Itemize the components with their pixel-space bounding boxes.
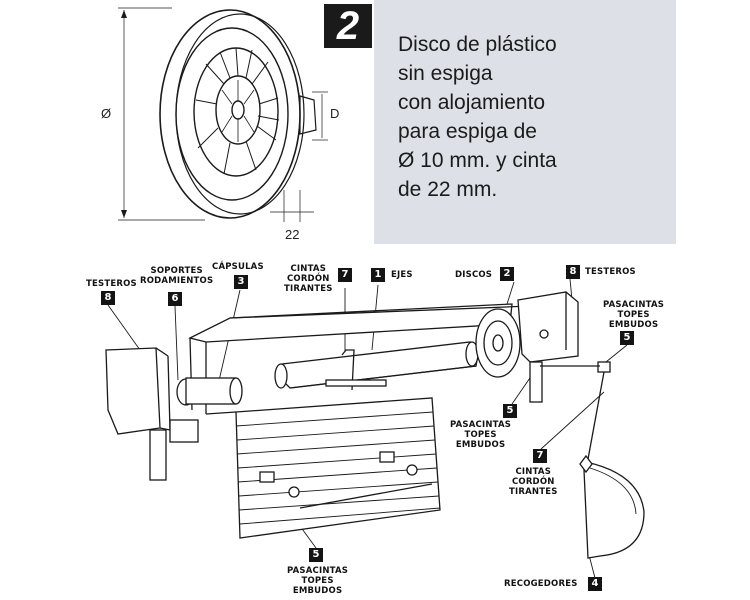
- callout-line: TOPES: [301, 576, 334, 586]
- disc-description: Disco de plástico sin espiga con alojami…: [398, 30, 668, 204]
- callout-cintas-mid-number: 7: [533, 449, 547, 463]
- callout-line: EMBUDOS: [292, 586, 343, 596]
- callout-soportes-number: 6: [168, 292, 182, 306]
- callout-discos-label: DISCOS: [455, 270, 493, 280]
- callout-line: EMBUDOS: [608, 320, 659, 330]
- callout-recogedores-label: RECOGEDORES: [504, 579, 578, 589]
- description-line: sin espiga: [398, 62, 493, 85]
- callout-line: RODAMIENTOS: [140, 276, 214, 286]
- callout-pasacintas-mid-label: PASACINTAS TOPES EMBUDOS: [450, 420, 511, 450]
- callout-testeros-left-number: 8: [101, 291, 115, 305]
- description-line: con alojamiento: [398, 91, 546, 114]
- callout-testeros-right-number: 8: [566, 265, 580, 279]
- width-dimension-label: 22: [285, 227, 300, 242]
- callout-ejes-number: 1: [371, 268, 385, 282]
- diameter-dimension-label: Ø: [101, 106, 112, 121]
- inner-dimension-label: D: [330, 106, 340, 121]
- callout-line: CORDÓN: [511, 477, 555, 487]
- callout-cintas-top-label: CINTAS CORDÓN TIRANTES: [284, 264, 333, 294]
- callout-line: TIRANTES: [509, 487, 558, 497]
- callout-line: CORDÓN: [286, 274, 330, 284]
- callout-capsulas-number: 3: [234, 275, 248, 289]
- description-line: Disco de plástico: [398, 33, 557, 56]
- callout-line: TIRANTES: [284, 284, 333, 294]
- callout-recogedores-number: 4: [588, 577, 602, 591]
- callout-line: CINTAS: [290, 264, 327, 274]
- callout-line: TOPES: [464, 430, 497, 440]
- callout-cintas-top-number: 7: [338, 268, 352, 282]
- callout-line: TOPES: [617, 310, 650, 320]
- callout-pasacintas-bottom-label: PASACINTAS TOPES EMBUDOS: [287, 566, 348, 596]
- callout-pasacintas-bottom-number: 5: [309, 548, 323, 562]
- step-number-badge: 2: [324, 4, 372, 48]
- callout-line: SOPORTES: [150, 266, 203, 276]
- callout-line: PASACINTAS: [603, 300, 665, 310]
- description-panel: [374, 0, 676, 244]
- callout-line: CINTAS: [515, 467, 552, 477]
- description-line: Ø 10 mm. y cinta: [398, 149, 557, 172]
- callout-pasacintas-right-number: 5: [620, 331, 634, 345]
- shutter-assembly-drawing: [105, 278, 645, 579]
- description-line: para espiga de: [398, 120, 537, 143]
- callout-testeros-left-label: TESTEROS: [86, 279, 137, 289]
- plastic-disc-drawing: [118, 7, 328, 222]
- callout-ejes-label: EJES: [391, 270, 413, 280]
- callout-testeros-right-label: TESTEROS: [585, 267, 636, 277]
- callout-capsulas-label: CÁPSULAS: [212, 262, 264, 272]
- callout-pasacintas-right-label: PASACINTAS TOPES EMBUDOS: [603, 300, 664, 330]
- callout-line: EMBUDOS: [455, 440, 506, 450]
- callout-soportes-label: SOPORTES RODAMIENTOS: [140, 266, 213, 286]
- callout-discos-number: 2: [500, 267, 514, 281]
- callout-line: PASACINTAS: [287, 566, 349, 576]
- callout-pasacintas-mid-number: 5: [503, 404, 517, 418]
- callout-cintas-mid-label: CINTAS CORDÓN TIRANTES: [509, 467, 558, 497]
- description-line: de 22 mm.: [398, 178, 498, 201]
- callout-line: PASACINTAS: [450, 420, 512, 430]
